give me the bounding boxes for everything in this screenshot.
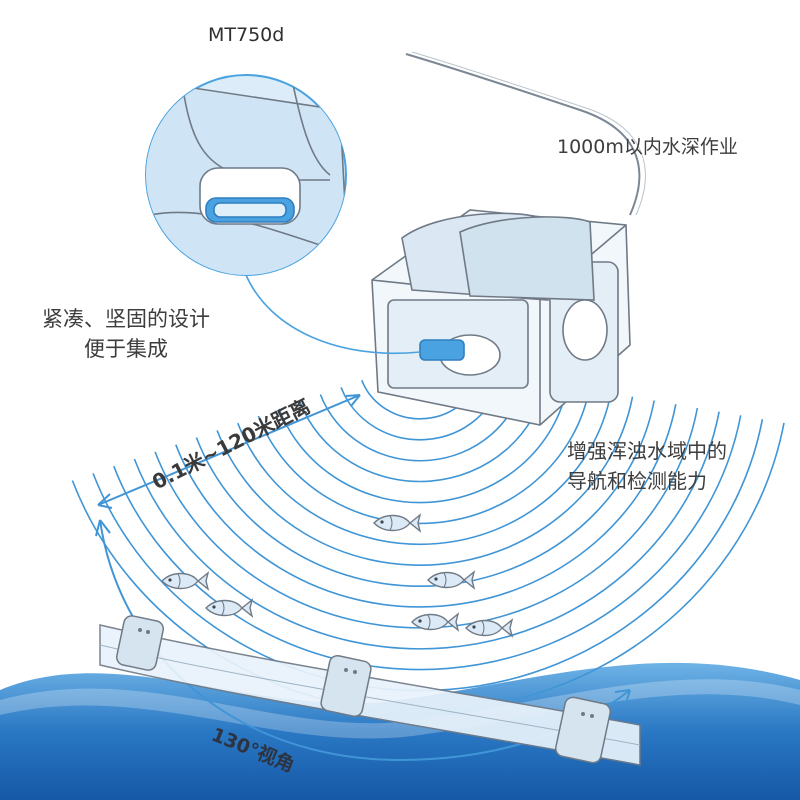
sonar-arc (133, 411, 720, 650)
design-feature-label: 紧凑、坚固的设计 便于集成 (10, 304, 242, 364)
pipeline-icon (99, 615, 641, 766)
sonar-arc (175, 404, 677, 608)
sonar-arc (299, 381, 547, 483)
model-name-label: MT750d (208, 24, 285, 46)
depth-rating-label: 1000m以内水深作业 (557, 136, 738, 158)
turbid-water-label: 增强浑浊水域中的 导航和检测能力 (567, 436, 727, 496)
turbid-water-line-2: 导航和检测能力 (567, 469, 707, 493)
sonar-arc (154, 407, 699, 629)
sonar-arc (92, 419, 764, 692)
tether-cable (405, 53, 641, 216)
zoom-circle-icon (145, 74, 347, 276)
fish-icon (161, 572, 209, 590)
sonar-arc (237, 392, 612, 546)
water-background (0, 662, 800, 800)
zoom-leader-line (245, 274, 421, 355)
sonar-arc (257, 389, 590, 525)
rov-vehicle-icon (371, 209, 631, 426)
design-feature-line-1: 紧凑、坚固的设计 (42, 307, 210, 331)
design-feature-line-2: 便于集成 (84, 337, 168, 361)
fish-icon (465, 619, 513, 637)
fish-icon (427, 571, 475, 589)
fish-school (161, 514, 513, 637)
sonar-arc (216, 396, 634, 566)
fish-icon (411, 613, 459, 631)
turbid-water-line-1: 增强浑浊水域中的 (567, 439, 727, 463)
range-arrow (97, 394, 361, 509)
fish-icon (205, 599, 253, 617)
sonar-arc (113, 415, 742, 671)
sonar-arc (278, 385, 569, 504)
fish-icon (373, 514, 421, 532)
